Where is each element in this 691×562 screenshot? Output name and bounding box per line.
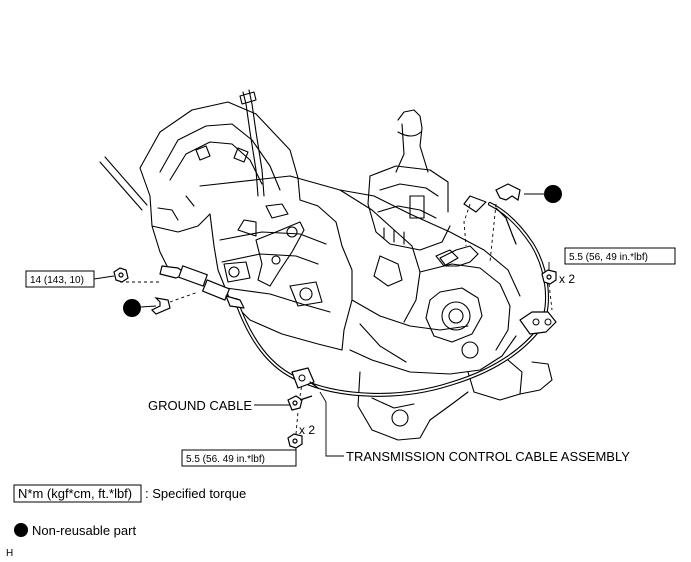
ground-cable-label: GROUND CABLE [148,398,252,413]
transmission-assembly-illustration [99,89,553,441]
legend-torque-key: N*m (kgf*cm, ft.*lbf) [18,486,132,501]
torque-right-text: 5.5 (56, 49 in.*lbf) [569,252,648,263]
figure-code: H [6,548,13,559]
nonreusable-marker-right [544,185,562,203]
torque-box-right: 5.5 (56, 49 in.*lbf) [564,247,676,265]
hardware-parts [113,183,557,449]
cable-assembly-label: TRANSMISSION CONTROL CABLE ASSEMBLY [346,449,630,464]
nut-bottom-icon [287,433,303,449]
leader-lines [93,193,553,457]
legend-torque-desc: : Specified torque [145,486,246,501]
transmission-control-cable [159,195,557,397]
nonreusable-marker-left [123,299,141,317]
legend-nonreusable-icon [14,523,28,537]
legend: N*m (kgf*cm, ft.*lbf) : Specified torque… [13,484,246,538]
torque-left-text: 14 (143, 10) [30,275,84,286]
torque-bottom-text: 5.5 (56. 49 in.*lbf) [186,454,265,465]
nut-right-icon [541,269,557,285]
torque-box-left: 14 (143, 10) [25,270,95,288]
legend-nonreusable-desc: Non-reusable part [32,523,136,538]
multiplier-right-text: x 2 [559,272,575,286]
clip-right-icon [495,183,521,201]
clip-left-icon [150,297,171,315]
multiplier-bottom-text: x 2 [299,423,315,437]
nut-left-icon [113,267,129,283]
ground-cable-terminal-icon [287,395,313,411]
torque-box-bottom: 5.5 (56. 49 in.*lbf) [181,449,297,467]
